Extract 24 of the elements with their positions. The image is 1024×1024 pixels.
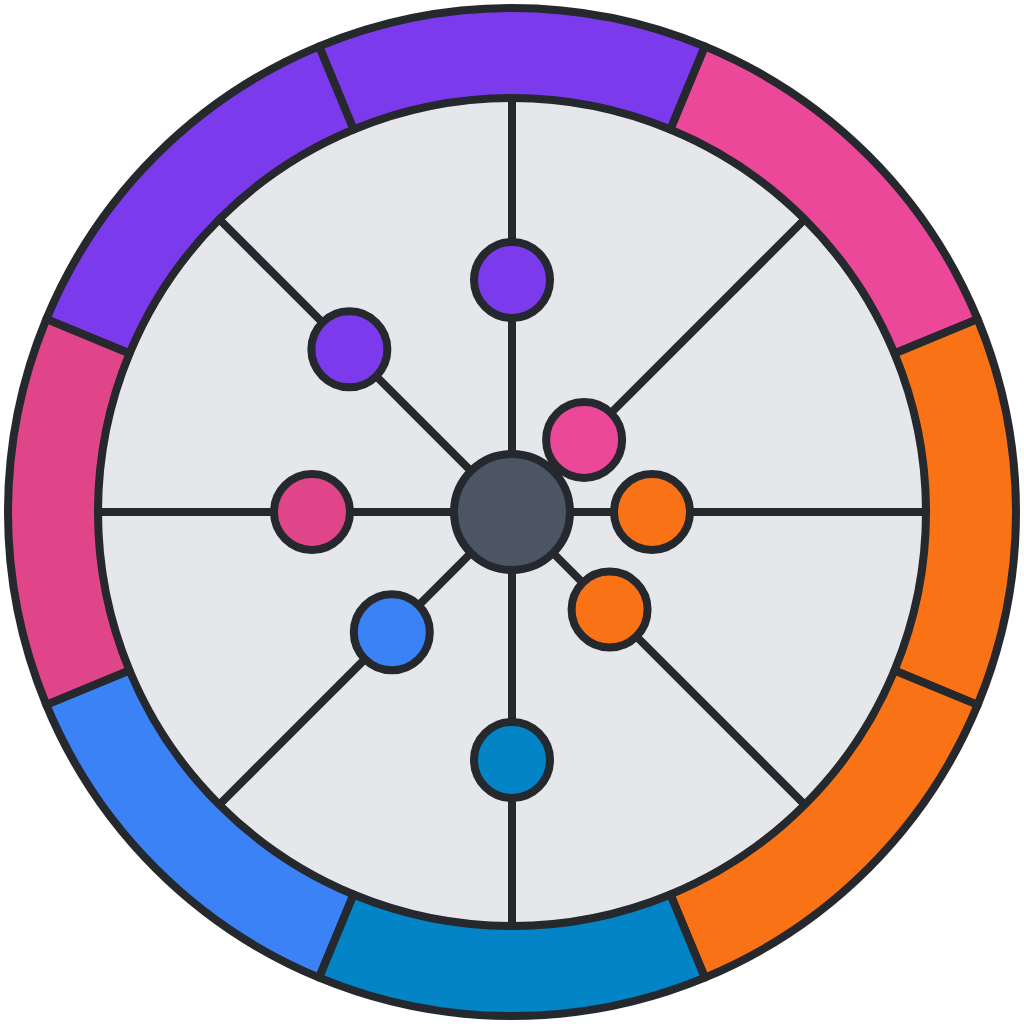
spoke-line	[508, 98, 516, 242]
spoke-line	[608, 216, 808, 416]
spoke-line	[415, 550, 474, 609]
ring-segment	[666, 42, 982, 358]
hub-circle	[450, 450, 574, 574]
spoke-line	[570, 508, 614, 516]
spoke-line	[508, 570, 516, 722]
spoke-line	[690, 508, 926, 516]
ring-segment	[315, 4, 709, 134]
spoke-line	[508, 798, 516, 926]
spoke-line	[633, 633, 808, 808]
spoke-line	[98, 508, 274, 516]
ring-segment	[890, 315, 1020, 709]
spoke-line	[550, 550, 586, 586]
ring-segment	[666, 666, 982, 982]
ring-segment	[315, 890, 709, 1020]
spoke-line	[350, 508, 454, 516]
spoke-line	[373, 373, 474, 474]
spoke-line	[216, 656, 368, 808]
spoke-line	[216, 216, 326, 326]
ring-segment	[4, 315, 134, 709]
ring-segment	[42, 42, 358, 358]
ring-segment	[42, 666, 358, 982]
spoke-line	[508, 318, 516, 454]
